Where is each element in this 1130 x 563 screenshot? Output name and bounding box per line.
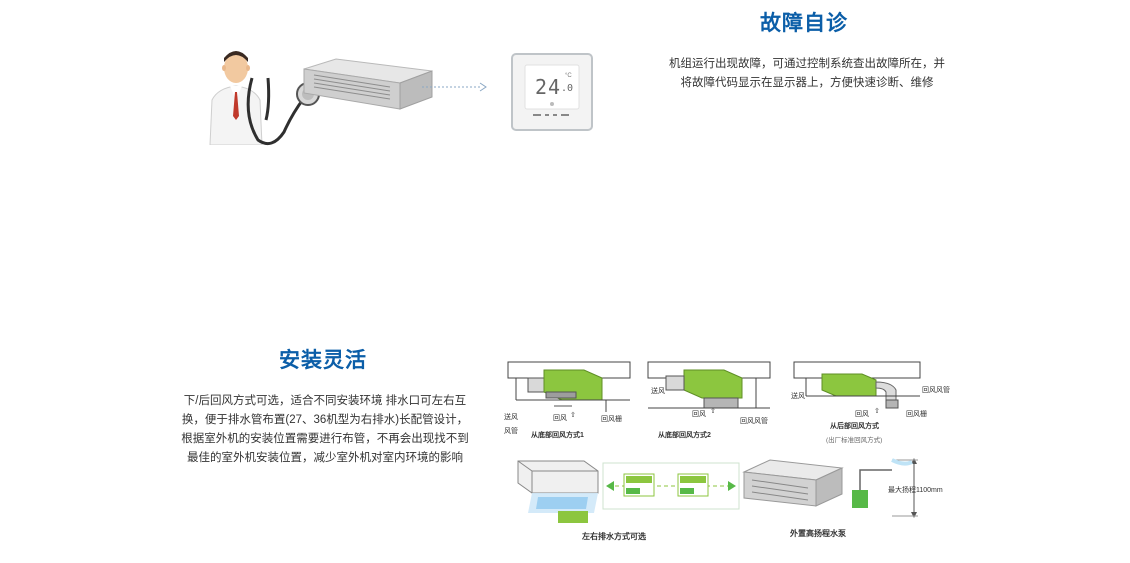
rear-return-diagram [792,360,924,422]
d1-label-duct: 风管 [504,428,518,435]
d1-caption: 从底部回风方式1 [531,432,584,439]
controller-temp-display: 24 [535,75,562,99]
controller-unit: °C [565,73,572,79]
bottom-return-diagram-2 [646,360,774,422]
d2-label-duct: 回风风管 [740,418,768,425]
drain-caption: 左右排水方式可选 [582,532,646,541]
d1-label-return: 回风 [553,415,567,422]
external-pump-diagram [742,458,922,520]
d1-label-grille: 回风栅 [601,416,622,423]
d3-label-return: 回风 [855,411,869,418]
pump-caption: 外置高扬程水泵 [790,529,846,538]
d3-caption: 从后部回风方式 [830,423,879,430]
pump-head-label: 最大扬程1100mm [888,487,943,494]
drain-unit-illustration [514,457,600,525]
duct-unit-icon [300,57,440,115]
d3-label-grille: 回风栅 [906,411,927,418]
d1-label-send: 送风 [504,414,518,421]
section-title-flexible-install: 安装灵活 [279,349,367,372]
drain-direction-diagram [602,462,740,510]
flexible-install-description: 下/后回风方式可选，适合不同安装环境 排水口可左右互换，便于排水管布置(27、3… [181,395,469,464]
d2-label-return: 回风 [692,411,706,418]
fault-diagnosis-description: 机组运行出现故障，可通过控制系统查出故障所在，并将故障代码显示在显示器上，方便快… [669,58,945,89]
d3-label-duct: 回风风管 [922,387,950,394]
dotted-arrow-icon [422,82,490,92]
d3-label-send: 送风 [791,393,805,400]
d2-label-send: 送风 [651,388,665,395]
controller-temp-decimal: .0 [561,83,574,94]
bottom-return-diagram-1 [506,360,634,422]
section-title-fault-diagnosis: 故障自诊 [760,12,848,35]
d3-up-arrow-icon: ⇧ [874,408,880,415]
d3-caption-sub: (出厂标准回风方式) [826,437,883,444]
d2-up-arrow-icon: ⇧ [710,408,716,415]
d2-caption: 从底部回风方式2 [658,432,711,439]
wall-controller-icon: 24 .0 °C [511,53,593,131]
d1-up-arrow-icon: ⇧ [570,412,576,419]
